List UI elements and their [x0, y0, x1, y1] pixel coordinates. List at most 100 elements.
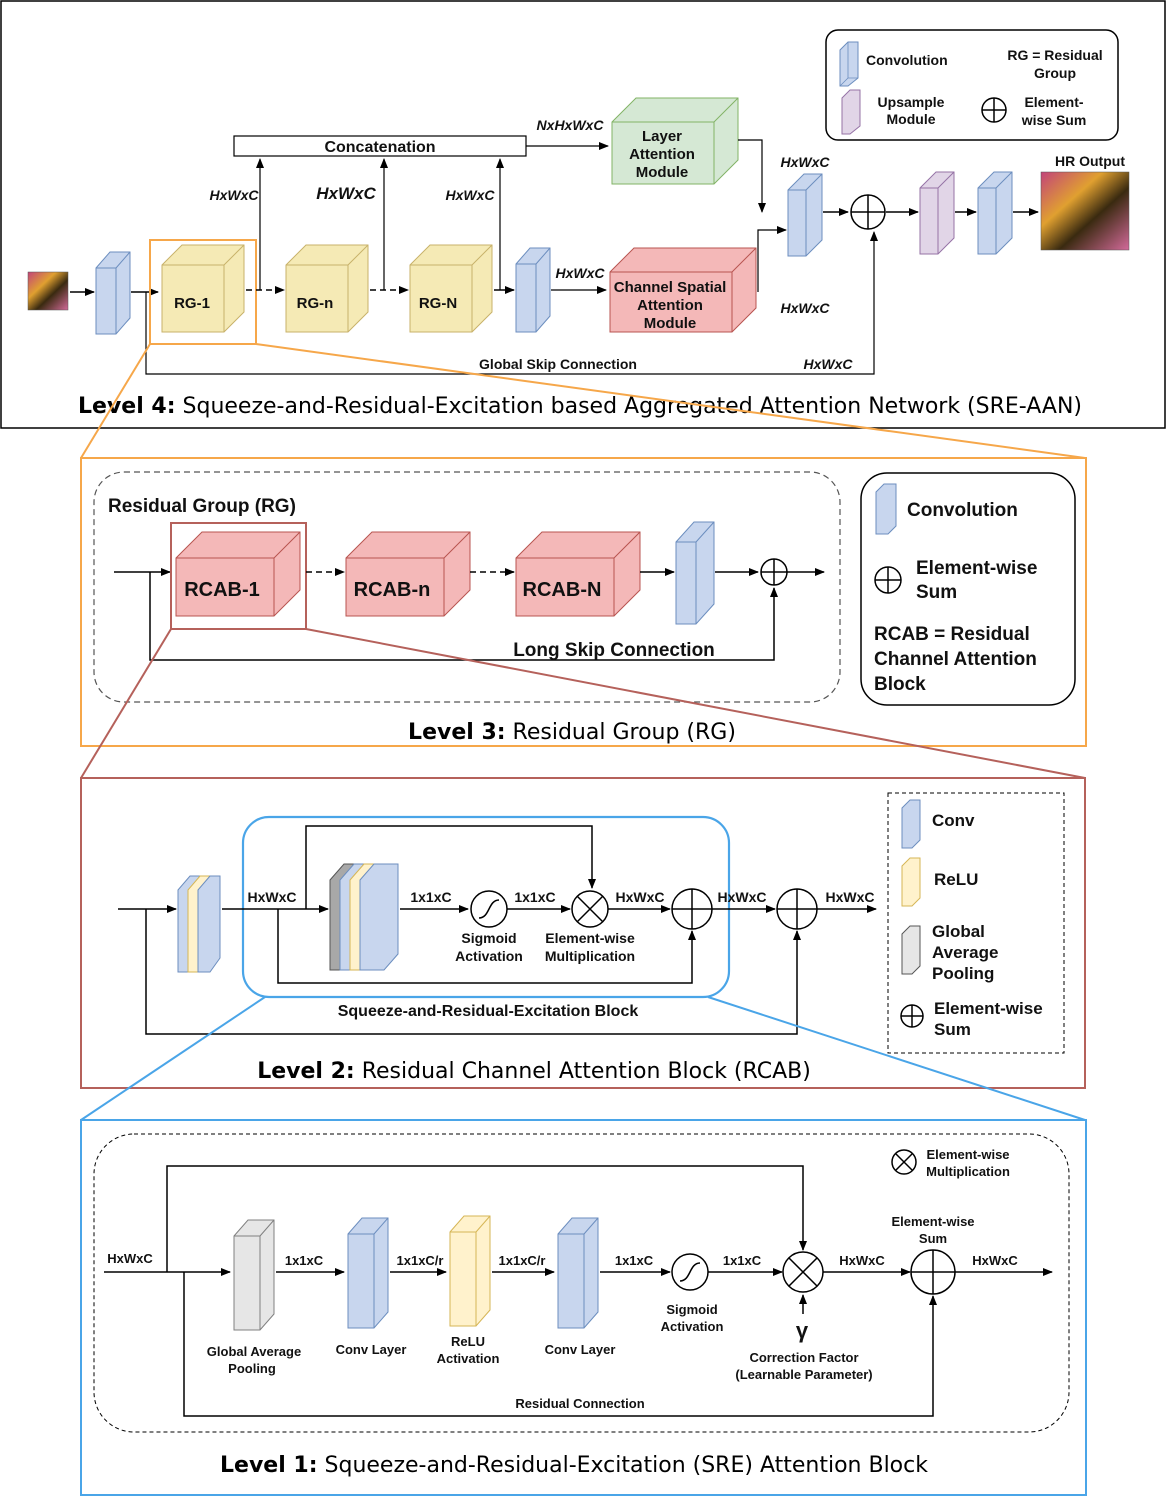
- legend-convolution-label: Convolution: [907, 500, 1018, 521]
- rcab-n-block: RCAB-n: [345, 531, 471, 617]
- rg-N-block: RG-N: [409, 244, 493, 333]
- legend-conv-label: Conv: [932, 811, 975, 830]
- rg-1-block: RG-1: [161, 244, 245, 333]
- legend-gap-label-1: Global: [932, 922, 985, 941]
- level4-caption: Level 4: Squeeze-and-Residual-Excitation…: [78, 394, 1082, 419]
- level4-conv-out: [977, 171, 1013, 255]
- lam-label-3: Module: [636, 164, 689, 181]
- legend-upsample-icon: [841, 89, 861, 135]
- input-lr-image: [27, 271, 69, 311]
- channel-spatial-attention-module: Channel Spatial Attention Module: [609, 247, 757, 333]
- hr-output-label: HR Output: [1055, 153, 1125, 169]
- legend-multiply-label-2: Multiplication: [926, 1164, 1010, 1179]
- level2-sigmoid-label-2: Activation: [455, 948, 523, 964]
- level1-hwc-b: HxWxC: [972, 1253, 1018, 1268]
- level1-c-c: 1x1xC/r: [499, 1253, 546, 1268]
- nhwc-label: NxHxWxC: [537, 117, 605, 133]
- legend-gap-label-2: Average: [932, 943, 998, 962]
- rcab-1-label: RCAB-1: [184, 579, 260, 601]
- level1-gap-label-1: Global Average: [207, 1344, 301, 1359]
- legend-sum-label-1: Element-wise: [934, 999, 1043, 1018]
- hwc-label-5: HxWxC: [780, 154, 830, 170]
- hwc-label-1: HxWxC: [209, 187, 259, 203]
- legend-gap-icon: [901, 925, 921, 975]
- csam-label-3: Module: [644, 315, 697, 332]
- legend-multiply-label-1: Element-wise: [926, 1147, 1009, 1162]
- level1-conv-2: [557, 1217, 599, 1329]
- hwc-label-3: HxWxC: [445, 187, 495, 203]
- concatenation-label: Concatenation: [324, 139, 435, 156]
- hwc-label-2: HxWxC: [316, 184, 376, 203]
- level4-legend: Convolution RG = Residual Group Upsample…: [825, 29, 1119, 141]
- correction-factor-label-1: Correction Factor: [749, 1350, 858, 1365]
- legend-convolution-icon: [839, 41, 859, 87]
- legend-convolution-icon: [875, 483, 897, 535]
- long-skip-label: Long Skip Connection: [513, 640, 715, 661]
- level1-conv-label-2: Conv Layer: [545, 1342, 616, 1357]
- legend-gap-label-3: Pooling: [932, 964, 994, 983]
- residual-connection-label: Residual Connection: [515, 1396, 644, 1411]
- legend-rcab-label-2: Channel Attention: [874, 649, 1037, 670]
- legend-upsample-label-2: Module: [887, 111, 936, 127]
- csam-label-1: Channel Spatial: [614, 279, 727, 296]
- level4-panel: Convolution RG = Residual Group Upsample…: [0, 0, 1166, 429]
- legend-relu-icon: [901, 857, 921, 907]
- sre-block-label: Squeeze-and-Residual-Excitation Block: [338, 1003, 639, 1020]
- level4-conv-merge: [787, 173, 823, 257]
- legend-sum-label-2: wise Sum: [1021, 112, 1087, 128]
- level1-sum-label-2: Sum: [919, 1231, 947, 1246]
- level3-panel: Residual Group (RG) RCAB-1 RCAB-n RCAB-N: [80, 457, 1087, 747]
- level1-c-d: 1x1xC: [615, 1253, 654, 1268]
- rcab-N-block: RCAB-N: [515, 531, 641, 617]
- csam-label-2: Attention: [637, 297, 703, 314]
- level1-c-a: 1x1xC: [285, 1253, 324, 1268]
- legend-conv-icon: [901, 799, 921, 849]
- legend-sum-label-2: Sum: [934, 1020, 971, 1039]
- level4-conv-in: [95, 251, 131, 335]
- rg-N-label: RG-N: [419, 295, 457, 312]
- level1-c-e: 1x1xC: [723, 1253, 762, 1268]
- legend-relu-label: ReLU: [934, 870, 978, 889]
- level2-panel: HxWxC 1x1xC Sigmoid Activation 1x1xC Ele…: [80, 777, 1086, 1089]
- level2-ewm-label-2: Multiplication: [545, 948, 635, 964]
- hwc-label-7: HxWxC: [803, 356, 853, 372]
- level2-hwc-in: HxWxC: [247, 889, 296, 905]
- level2-c11-a: 1x1xC: [410, 889, 451, 905]
- level4-conv-mid: [515, 247, 551, 333]
- level1-conv-1: [347, 1217, 389, 1329]
- level2-hwc-mid2: HxWxC: [717, 889, 766, 905]
- level1-sum-label-1: Element-wise: [891, 1214, 974, 1229]
- level3-conv: [675, 521, 715, 625]
- layer-attention-module: Layer Attention Module: [611, 97, 739, 185]
- lam-label-2: Attention: [629, 146, 695, 163]
- legend-sum-label-1: Element-wise: [916, 558, 1037, 579]
- level2-caption: Level 2: Residual Channel Attention Bloc…: [257, 1059, 811, 1084]
- level1-hwc-in: HxWxC: [107, 1251, 153, 1266]
- rg1-highlight: [149, 239, 257, 345]
- level1-relu-label-2: Activation: [437, 1351, 500, 1366]
- hwc-label-6: HxWxC: [780, 300, 830, 316]
- level3-legend: Convolution Element-wise Sum RCAB = Resi…: [860, 472, 1076, 706]
- legend-sum-label-2: Sum: [916, 582, 957, 603]
- level1-sigmoid-label-2: Activation: [661, 1319, 724, 1334]
- hwc-label-4: HxWxC: [555, 265, 605, 281]
- level2-hwc-mid: HxWxC: [615, 889, 664, 905]
- lam-label-1: Layer: [642, 128, 682, 145]
- legend-rcab-label-3: Block: [874, 674, 926, 695]
- legend-convolution-label: Convolution: [866, 52, 948, 68]
- rg-n-label: RG-n: [297, 295, 334, 312]
- global-skip-label: Global Skip Connection: [479, 356, 637, 372]
- upsample-module: [919, 171, 955, 255]
- hr-output-image: [1040, 171, 1130, 251]
- level1-c-b: 1x1xC/r: [397, 1253, 444, 1268]
- rg-n-block: RG-n: [285, 244, 369, 333]
- level3-caption: Level 3: Residual Group (RG): [408, 720, 736, 745]
- level1-relu: [449, 1215, 491, 1327]
- legend-rg-label-2: Group: [1034, 65, 1076, 81]
- rcab1-highlight: [170, 522, 307, 630]
- legend-rcab-label-1: RCAB = Residual: [874, 624, 1030, 645]
- level1-panel: Element-wise Multiplication HxWxC Global…: [80, 1119, 1087, 1496]
- legend-rg-label-1: RG = Residual: [1007, 47, 1102, 63]
- legend-upsample-label-1: Upsample: [878, 94, 945, 110]
